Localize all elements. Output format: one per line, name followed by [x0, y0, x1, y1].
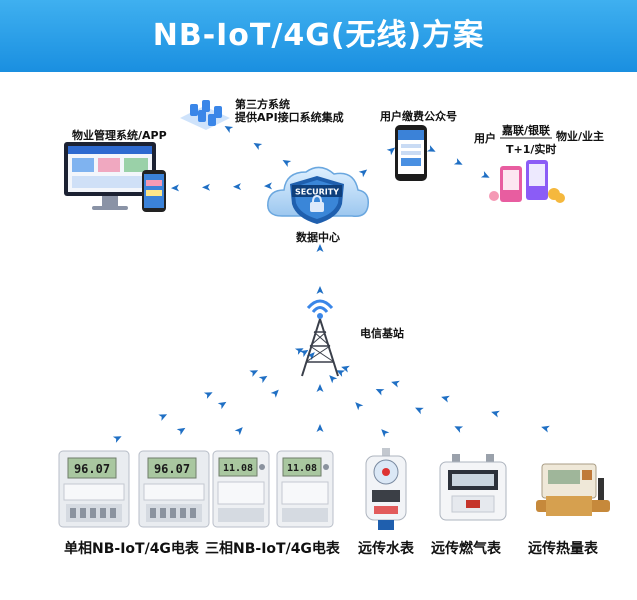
flow-arrow-icon: [233, 183, 242, 191]
cloud-security-icon: SECURITY: [267, 166, 370, 224]
meter-reading-three-a: 11.08: [223, 463, 253, 474]
flow-arrow-icon: [316, 424, 324, 432]
label-third-party-1: 第三方系统: [235, 98, 290, 111]
flow-arrow-icon: [249, 370, 259, 377]
flow-arrow-icon: [454, 426, 464, 433]
label-owner: 物业/业主: [556, 130, 605, 143]
flow-arrow-icon: [329, 375, 338, 384]
flow-arrow-icon: [258, 375, 268, 384]
flow-arrow-icon: [158, 414, 168, 421]
flow-arrow-icon: [375, 388, 385, 396]
label-data-center: 数据中心: [296, 231, 340, 244]
label-base-station: 电信基站: [360, 327, 404, 340]
flow-arrow-icon: [203, 392, 213, 399]
title-banner: NB-IoT/4G(无线)方案: [0, 0, 637, 72]
flow-arrow-icon: [264, 182, 273, 190]
label-property-system: 物业管理系统/APP: [72, 129, 167, 142]
caption-three-phase: 三相NB-IoT/4G电表: [205, 541, 340, 557]
flow-arrow-icon: [341, 365, 350, 373]
flow-arrow-icon: [491, 410, 500, 418]
flow-arrow-icon: [316, 286, 324, 294]
monitor-icon: [64, 142, 166, 212]
water-meter-icon: [365, 448, 407, 530]
phone-icon: [395, 125, 427, 181]
flow-arrow-icon: [306, 352, 315, 361]
gas-meter-icon: [439, 454, 507, 521]
divider-line: [500, 137, 552, 139]
flow-arrow-icon: [224, 125, 234, 134]
label-third-party-2: 提供API接口系统集成: [235, 111, 344, 124]
flow-arrow-icon: [294, 348, 304, 355]
security-label: SECURITY: [295, 188, 339, 197]
flow-arrow-icon: [299, 349, 309, 358]
label-pay-channel-1: 嘉联/银联: [502, 124, 551, 137]
page-title: NB-IoT/4G(无线)方案: [152, 18, 485, 53]
meter-reading-single-b: 96.07: [154, 462, 190, 476]
cell-tower-icon: [301, 299, 339, 377]
caption-gas: 远传燃气表: [431, 541, 501, 557]
flow-arrow-icon: [415, 407, 424, 415]
label-payment-account: 用户缴费公众号: [380, 110, 457, 123]
label-user: 用户: [474, 132, 496, 145]
flow-arrow-icon: [316, 244, 324, 252]
meter-reading-single-a: 96.07: [74, 462, 110, 476]
flow-arrow-icon: [541, 425, 550, 433]
flow-arrow-icon: [270, 389, 279, 398]
single-phase-meter-icon: 96.07: [58, 450, 130, 528]
flow-arrow-icon: [282, 159, 292, 168]
flow-arrow-icon: [336, 370, 346, 377]
single-phase-meter-icon: 96.07: [138, 450, 210, 528]
flow-arrow-icon: [171, 184, 180, 192]
three-phase-meter-icon: 11.08: [212, 450, 270, 528]
flow-arrow-icon: [112, 436, 122, 443]
flow-arrow-icon: [391, 380, 400, 388]
flow-arrow-icon: [176, 427, 186, 436]
heat-meter-icon: [536, 463, 610, 516]
flow-arrow-icon: [480, 171, 490, 178]
flow-arrow-icon: [202, 183, 211, 191]
meter-reading-three-b: 11.08: [287, 463, 317, 474]
flow-arrow-icon: [453, 158, 463, 165]
three-phase-meter-icon: 11.08: [276, 450, 334, 528]
payment-illustration-icon: [489, 160, 565, 203]
caption-heat: 远传热量表: [528, 541, 598, 557]
flow-arrow-icon: [358, 169, 368, 178]
caption-water: 远传水表: [358, 541, 414, 557]
flow-arrow-icon: [355, 402, 364, 411]
server-cluster-icon: [180, 100, 230, 130]
caption-single-phase: 单相NB-IoT/4G电表: [64, 541, 199, 557]
flow-arrow-icon: [386, 147, 396, 156]
flow-arrow-icon: [426, 145, 436, 152]
label-pay-channel-2: T+1/实时: [506, 143, 557, 156]
flow-arrow-icon: [234, 427, 243, 436]
flow-arrow-icon: [441, 395, 450, 403]
flow-arrow-icon: [381, 429, 390, 438]
flow-arrow-icon: [217, 401, 227, 410]
flow-arrow-icon: [316, 384, 324, 392]
flow-arrow-icon: [253, 142, 263, 151]
